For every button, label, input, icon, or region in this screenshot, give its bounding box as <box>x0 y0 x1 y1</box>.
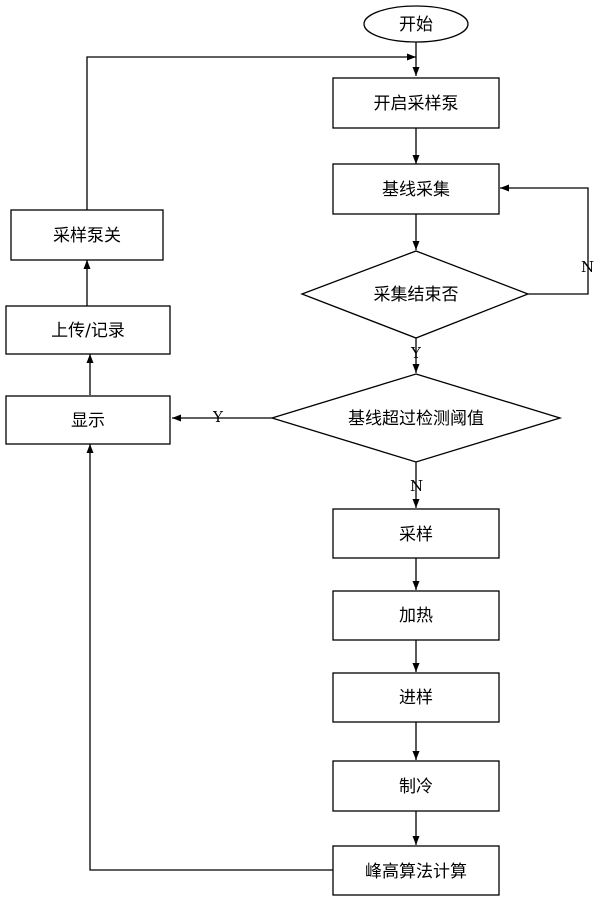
display-step: 显示 <box>5 395 171 445</box>
threshold-yes-label: Y <box>212 408 224 426</box>
cooling-label: 制冷 <box>399 777 433 797</box>
peak-calc-label: 峰高算法计算 <box>365 862 467 882</box>
collect-done-no-label: N <box>581 258 594 276</box>
injection-label: 进样 <box>399 688 433 708</box>
collect-done-label: 采集结束否 <box>374 285 459 305</box>
display-label: 显示 <box>71 411 105 431</box>
start-label: 开始 <box>399 15 433 35</box>
open-pump-label: 开启采样泵 <box>374 94 459 114</box>
pump-off-label: 采样泵关 <box>53 226 121 246</box>
cooling-step: 制冷 <box>332 760 500 812</box>
collect-done-yes-label: Y <box>410 344 422 362</box>
injection-step: 进样 <box>332 672 500 723</box>
collect-done-decision: 采集结束否 <box>300 250 530 339</box>
edge-collect-done-no-loop <box>500 184 589 295</box>
threshold-label: 基线超过检测阈值 <box>348 409 484 429</box>
peak-calc-step: 峰高算法计算 <box>332 845 500 896</box>
heating-label: 加热 <box>399 606 433 626</box>
start-node: 开始 <box>363 5 469 43</box>
baseline-collect-step: 基线采集 <box>332 163 500 215</box>
edge-pump-off-loop-to-open-pump <box>86 53 416 210</box>
upload-record-label: 上传/记录 <box>51 321 125 341</box>
threshold-decision: 基线超过检测阈值 <box>269 373 563 463</box>
upload-record-step: 上传/记录 <box>5 305 171 355</box>
threshold-no-label: N <box>410 477 423 495</box>
baseline-collect-label: 基线采集 <box>382 180 450 200</box>
edge-peak-calc-to-display <box>86 444 333 871</box>
open-pump-step: 开启采样泵 <box>332 77 500 129</box>
sampling-label: 采样 <box>399 525 433 545</box>
heating-step: 加热 <box>332 590 500 641</box>
pump-off-step: 采样泵关 <box>10 209 164 261</box>
sampling-step: 采样 <box>332 508 500 559</box>
